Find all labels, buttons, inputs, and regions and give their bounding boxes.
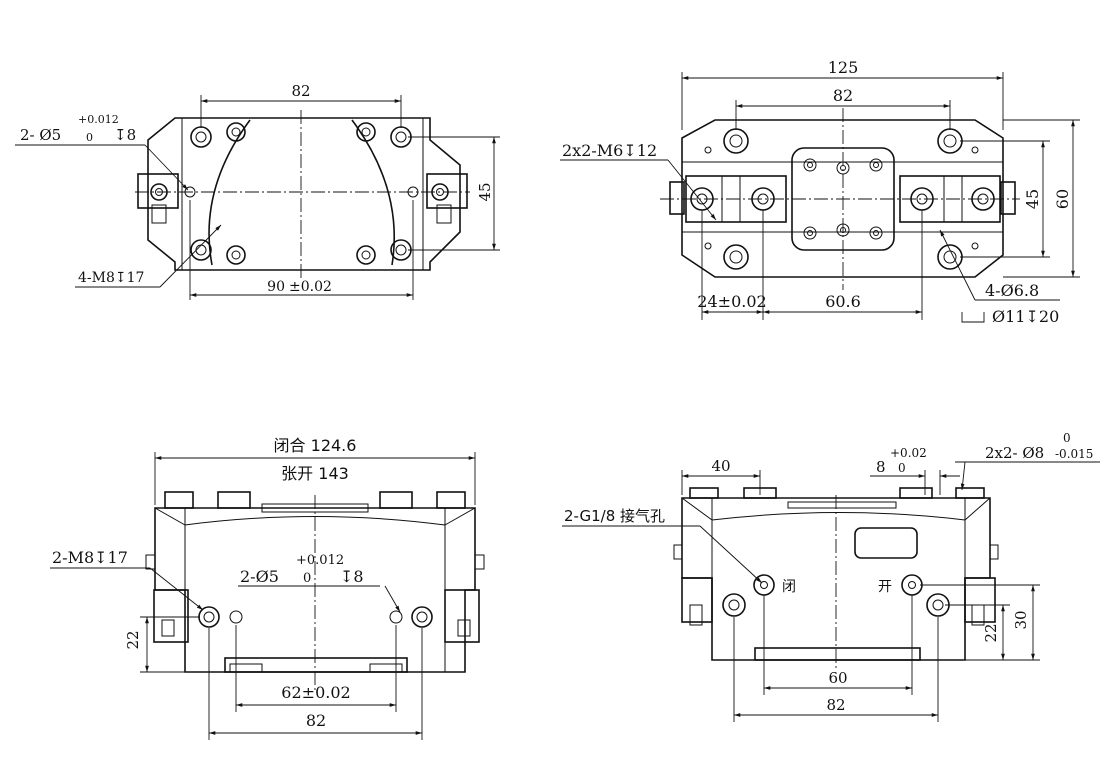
bottom-right-view: 闭 开 40 8 +0.02 0 2x2- Ø8 0 -0.015 2-G1/8… bbox=[562, 431, 1100, 722]
dim-22: 22 bbox=[124, 630, 142, 649]
label-pin-depth: ↧8 bbox=[340, 567, 364, 586]
dim-22: 22 bbox=[982, 623, 1000, 642]
dim-60: 60 bbox=[1053, 189, 1072, 209]
dim-45: 45 bbox=[1023, 189, 1042, 209]
label-air: 2-G1/8 接气孔 bbox=[564, 507, 665, 525]
dim-24: 24±0.02 bbox=[697, 292, 766, 311]
dim-82: 82 bbox=[826, 696, 845, 714]
dim-open: 张开 143 bbox=[281, 464, 349, 483]
label-pin-tol-upper: +0.012 bbox=[78, 113, 119, 126]
dim-30: 30 bbox=[1012, 610, 1030, 629]
dim-125: 125 bbox=[828, 58, 859, 77]
dim-closed: 闭合 124.6 bbox=[274, 436, 357, 455]
window-slot bbox=[854, 527, 918, 559]
label-thread: 2x2-M6↧12 bbox=[562, 141, 657, 160]
dim-90: 90 bbox=[267, 279, 285, 295]
dim-8-tol-upper: +0.02 bbox=[890, 446, 927, 460]
right-jaw-curve bbox=[351, 119, 395, 266]
label-thread: 4-M8↧17 bbox=[78, 270, 144, 286]
label-pin: 2- Ø5 bbox=[20, 126, 61, 144]
dim-8-tol-lower: 0 bbox=[898, 461, 906, 475]
dim-40: 40 bbox=[711, 457, 730, 475]
label-pin: 2x2- Ø8 bbox=[985, 444, 1044, 462]
label-pin: 2-Ø5 bbox=[240, 567, 279, 586]
label-thread: 2-M8↧17 bbox=[52, 548, 128, 567]
dim-60-6: 60.6 bbox=[825, 292, 861, 311]
top-right-view: 125 82 45 60 24±0.02 60.6 2x2-M6↧12 4-Ø6… bbox=[560, 58, 1080, 326]
label-pin-tol-lower: -0.015 bbox=[1055, 447, 1093, 461]
dim-45: 45 bbox=[476, 182, 494, 201]
dim-62: 62±0.02 bbox=[281, 683, 350, 702]
top-left-view: 82 45 90 ±0.02 2- Ø5 +0.012 0 ↧8 4-M8↧17 bbox=[15, 82, 500, 300]
dim-82: 82 bbox=[306, 711, 326, 730]
label-pin-depth: ↧8 bbox=[114, 126, 136, 144]
hole-group bbox=[150, 122, 449, 265]
label-pin-tol-upper: 0 bbox=[1063, 431, 1071, 445]
dim-82: 82 bbox=[291, 82, 310, 100]
dim-82: 82 bbox=[833, 86, 853, 105]
left-jaw-curve bbox=[208, 119, 251, 266]
body-outline bbox=[147, 117, 461, 271]
label-pin-tol-lower: 0 bbox=[86, 131, 93, 144]
dim-8: 8 bbox=[876, 458, 886, 476]
label-close: 闭 bbox=[782, 579, 796, 595]
label-pin-tol-upper: +0.012 bbox=[296, 553, 344, 568]
dim-60: 60 bbox=[828, 669, 847, 687]
label-hole: 4-Ø6.8 bbox=[985, 281, 1039, 300]
label-pin-tol-lower: 0 bbox=[303, 571, 311, 586]
dim-90-tol: ±0.02 bbox=[289, 279, 332, 295]
bottom-left-view: 闭合 124.6 张开 143 2-M8↧17 2-Ø5 +0.012 0 ↧8… bbox=[50, 436, 485, 740]
label-open: 开 bbox=[878, 579, 892, 595]
label-counterbore: Ø11↧20 bbox=[992, 307, 1059, 326]
